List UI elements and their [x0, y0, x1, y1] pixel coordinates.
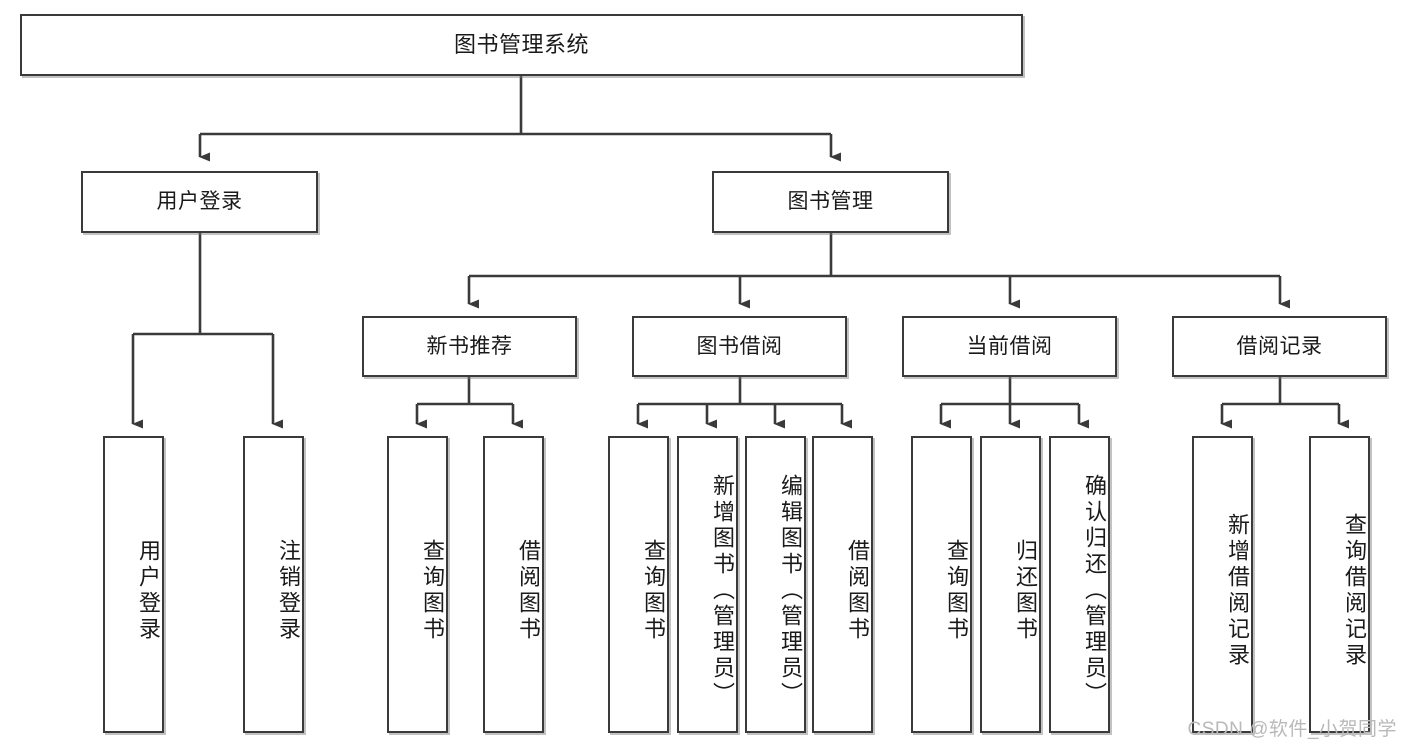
node-new-book-recommend[interactable]: 新书推荐	[362, 316, 577, 377]
node-book-manage-label: 图书管理	[787, 190, 874, 214]
watermark: CSDN @软件_小贺同学	[1187, 719, 1397, 740]
node-user-login[interactable]: 用户登录	[81, 171, 318, 233]
node-leaf-confirm-return-label: 确认归还（管理员）	[1082, 473, 1107, 708]
node-root-label: 图书管理系统	[453, 31, 589, 57]
node-new-book-recommend-label: 新书推荐	[426, 334, 513, 358]
node-leaf-query-book-3-label: 查询图书	[944, 538, 969, 643]
node-leaf-add-record[interactable]: 新增借阅记录	[1192, 436, 1253, 733]
node-leaf-confirm-return[interactable]: 确认归还（管理员）	[1049, 436, 1110, 733]
node-leaf-logout[interactable]: 注销登录	[243, 436, 304, 733]
node-root[interactable]: 图书管理系统	[20, 14, 1023, 76]
node-leaf-query-book-2[interactable]: 查询图书	[608, 436, 669, 733]
node-leaf-borrow-book-2[interactable]: 借阅图书	[812, 436, 873, 733]
node-borrow-record-label: 借阅记录	[1236, 334, 1323, 358]
node-leaf-add-book[interactable]: 新增图书（管理员）	[677, 436, 738, 733]
node-leaf-query-book-2-label: 查询图书	[641, 538, 666, 643]
node-leaf-return-book-label: 归还图书	[1013, 538, 1038, 643]
node-book-manage[interactable]: 图书管理	[712, 171, 949, 233]
node-leaf-query-book-3[interactable]: 查询图书	[911, 436, 972, 733]
node-leaf-user-login[interactable]: 用户登录	[103, 436, 164, 733]
node-leaf-add-record-label: 新增借阅记录	[1225, 512, 1250, 669]
node-user-login-label: 用户登录	[156, 190, 243, 214]
node-current-borrow[interactable]: 当前借阅	[902, 316, 1117, 377]
node-leaf-add-book-label: 新增图书（管理员）	[710, 473, 735, 708]
node-current-borrow-label: 当前借阅	[966, 334, 1053, 358]
node-leaf-logout-label: 注销登录	[276, 538, 301, 643]
node-leaf-edit-book[interactable]: 编辑图书（管理员）	[745, 436, 806, 733]
node-borrow-record[interactable]: 借阅记录	[1172, 316, 1387, 377]
node-book-borrow[interactable]: 图书借阅	[632, 316, 847, 377]
node-book-borrow-label: 图书借阅	[696, 334, 783, 358]
node-leaf-borrow-book-2-label: 借阅图书	[845, 538, 870, 643]
node-leaf-query-book-1-label: 查询图书	[420, 538, 445, 643]
node-leaf-user-login-label: 用户登录	[136, 538, 161, 643]
node-leaf-query-record-label: 查询借阅记录	[1342, 512, 1367, 669]
node-leaf-return-book[interactable]: 归还图书	[980, 436, 1041, 733]
node-leaf-borrow-book-1[interactable]: 借阅图书	[483, 436, 544, 733]
node-leaf-query-book-1[interactable]: 查询图书	[387, 436, 448, 733]
node-leaf-query-record[interactable]: 查询借阅记录	[1309, 436, 1370, 733]
node-leaf-edit-book-label: 编辑图书（管理员）	[778, 473, 803, 708]
node-leaf-borrow-book-1-label: 借阅图书	[516, 538, 541, 643]
